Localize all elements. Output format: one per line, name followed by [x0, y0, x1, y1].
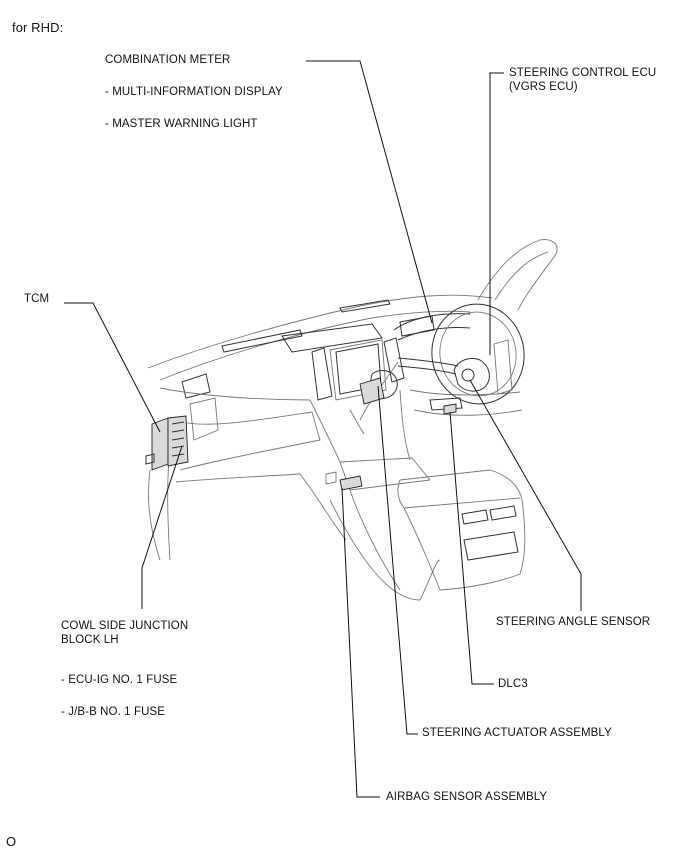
label-steering-actuator-assembly: STEERING ACTUATOR ASSEMBLY — [422, 727, 612, 739]
label-airbag-sensor-assembly: AIRBAG SENSOR ASSEMBLY — [386, 791, 548, 803]
leader-steering-actuator — [377, 385, 418, 735]
label-ecu-ig-fuse: - ECU-IG NO. 1 FUSE — [61, 674, 178, 686]
label-steering-angle-sensor: STEERING ANGLE SENSOR — [496, 616, 651, 628]
label-combination-meter: COMBINATION METER — [105, 54, 231, 66]
leader-cowl-side-jb — [141, 445, 183, 609]
label-multi-information-display: - MULTI-INFORMATION DISPLAY — [105, 86, 283, 98]
label-vgrs-ecu: (VGRS ECU) — [509, 81, 578, 93]
leader-airbag-sensor — [341, 487, 380, 798]
label-master-warning-light: - MASTER WARNING LIGHT — [105, 118, 258, 130]
leader-steering-control-ecu — [489, 72, 504, 355]
label-steering-control-ecu: STEERING CONTROL ECU — [509, 67, 657, 79]
footer-code: O — [6, 834, 17, 849]
label-jb-b-fuse: - J/B-B NO. 1 FUSE — [61, 706, 166, 718]
leader-tcm — [64, 302, 161, 433]
label-dlc3: DLC3 — [498, 678, 528, 690]
page-heading: for RHD: — [12, 20, 64, 35]
leader-dlc3 — [449, 411, 494, 685]
label-block-lh: BLOCK LH — [61, 634, 119, 646]
leader-steering-angle-sensor — [469, 379, 582, 611]
label-cowl-side-junction: COWL SIDE JUNCTION — [61, 620, 189, 632]
label-tcm: TCM — [24, 293, 50, 305]
leader-combination-meter — [306, 60, 433, 324]
